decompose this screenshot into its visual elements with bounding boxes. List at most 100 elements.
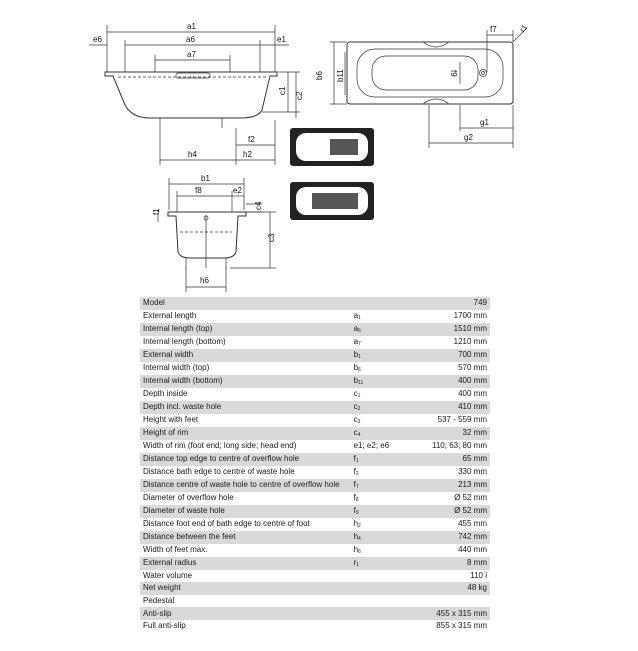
row-label: Width of feet max.	[140, 543, 351, 557]
row-symbol-subscript: 9	[355, 509, 359, 516]
row-value: 213 mm	[426, 478, 490, 492]
row-label: Internal width (bottom)	[140, 374, 351, 388]
label-c2: c2	[295, 91, 304, 100]
label-b1: b1	[201, 174, 210, 183]
row-value: 742 mm	[426, 530, 490, 544]
row-symbol-letter: b	[353, 362, 359, 372]
row-symbol-subscript: 1	[355, 457, 359, 464]
row-symbol: f2	[350, 465, 427, 479]
row-symbol: r1	[350, 556, 427, 570]
row-symbol: h6	[350, 543, 427, 557]
label-f9: f9	[449, 70, 458, 77]
row-symbol: f1	[350, 452, 427, 466]
label-e2: e2	[233, 186, 242, 195]
row-symbol-subscript: 4	[358, 535, 361, 542]
table-row: Width of rim (foot end; long side; head …	[140, 439, 490, 453]
row-symbol	[350, 297, 427, 310]
row-symbol: a6	[350, 322, 427, 336]
row-label: Internal length (top)	[140, 322, 351, 336]
label-e6: e6	[93, 35, 102, 44]
row-symbol: c2	[350, 400, 427, 414]
row-label: External radius	[140, 556, 351, 570]
row-value: Ø 52 mm	[426, 504, 490, 518]
row-symbol-letter: h	[353, 531, 359, 541]
row-symbol-subscript: 1	[358, 353, 361, 360]
label-r1: r1	[518, 22, 530, 33]
row-label: Distance top edge to centre of overflow …	[140, 452, 351, 466]
anti-slip-thumbnail	[290, 128, 374, 166]
row-symbol: c1	[350, 387, 427, 401]
label-a6: a6	[186, 35, 195, 44]
row-value: 330 mm	[426, 465, 490, 479]
label-b11: b11	[336, 69, 345, 82]
row-symbol-subscript: 6	[358, 366, 361, 373]
row-value: 32 mm	[426, 426, 490, 440]
label-c1: c1	[278, 86, 287, 95]
label-g1: g1	[480, 118, 489, 127]
label-c3: c3	[267, 233, 276, 242]
row-value: 400 mm	[426, 387, 490, 401]
row-symbol-subscript: 2	[357, 405, 361, 412]
row-symbol: f7	[350, 478, 427, 492]
row-symbol-letter: f	[353, 479, 356, 489]
label-e1: e1	[277, 35, 286, 44]
row-label: Distance foot end of bath edge to centre…	[140, 517, 351, 531]
label-f8: f8	[195, 186, 202, 195]
row-value	[426, 594, 490, 608]
row-label: External length	[140, 309, 351, 323]
row-symbol-subscript: 7	[358, 340, 361, 347]
row-label: Net weight	[140, 582, 351, 595]
row-value: 537 - 559 mm	[426, 413, 490, 427]
row-symbol	[350, 594, 427, 608]
row-label: External width	[140, 348, 351, 362]
row-label: Depth incl. waste hole	[140, 400, 351, 414]
technical-drawings: a1 a6 a7 e6 e1 c1 c2 b6 b11 f2 h4 h2 f7 …	[89, 22, 530, 292]
row-symbol: c3	[350, 413, 427, 427]
row-symbol-subscript: 7	[355, 483, 359, 490]
label-b6: b6	[315, 71, 324, 80]
row-symbol-letter: b	[353, 349, 359, 359]
row-symbol-letter: f	[353, 466, 356, 476]
row-label: Distance bath edge to centre of waste ho…	[140, 465, 351, 479]
row-symbol-letter: a	[353, 323, 359, 333]
row-symbol-letter: f	[353, 453, 356, 463]
table-row: Distance centre of waste hole to centre …	[140, 478, 490, 492]
row-value: 1210 mm	[426, 335, 490, 349]
row-label: Internal length (bottom)	[140, 335, 351, 349]
row-symbol	[350, 619, 427, 633]
row-symbol-subscript: 1	[356, 561, 360, 568]
row-symbol-letter: f	[353, 505, 356, 515]
row-value: 48 kg	[426, 582, 490, 595]
row-symbol: b11	[350, 374, 427, 388]
top-view-drawing	[330, 27, 528, 148]
row-symbol-letter: r	[353, 557, 357, 567]
row-label: Diameter of overflow hole	[140, 491, 351, 505]
row-symbol: c4	[350, 426, 427, 440]
row-value: 1700 mm	[426, 309, 490, 323]
full-anti-slip-thumbnail	[290, 182, 374, 220]
row-symbol-subscript: 11	[358, 379, 364, 386]
row-symbol-letter: h	[353, 518, 359, 528]
row-symbol-letter: c	[353, 401, 358, 411]
row-symbol: b6	[350, 361, 427, 375]
row-symbol-letter: h	[353, 544, 359, 554]
row-symbol-letter: b	[353, 375, 359, 385]
row-value: 1510 mm	[426, 322, 490, 336]
label-f2: f2	[248, 135, 255, 144]
row-label: Model	[140, 297, 351, 310]
row-symbol-letter: e1; e2; e6	[353, 440, 390, 450]
row-symbol-subscript: 4	[357, 431, 361, 438]
row-value: Ø 52 mm	[426, 491, 490, 505]
row-value: 410 mm	[426, 400, 490, 414]
